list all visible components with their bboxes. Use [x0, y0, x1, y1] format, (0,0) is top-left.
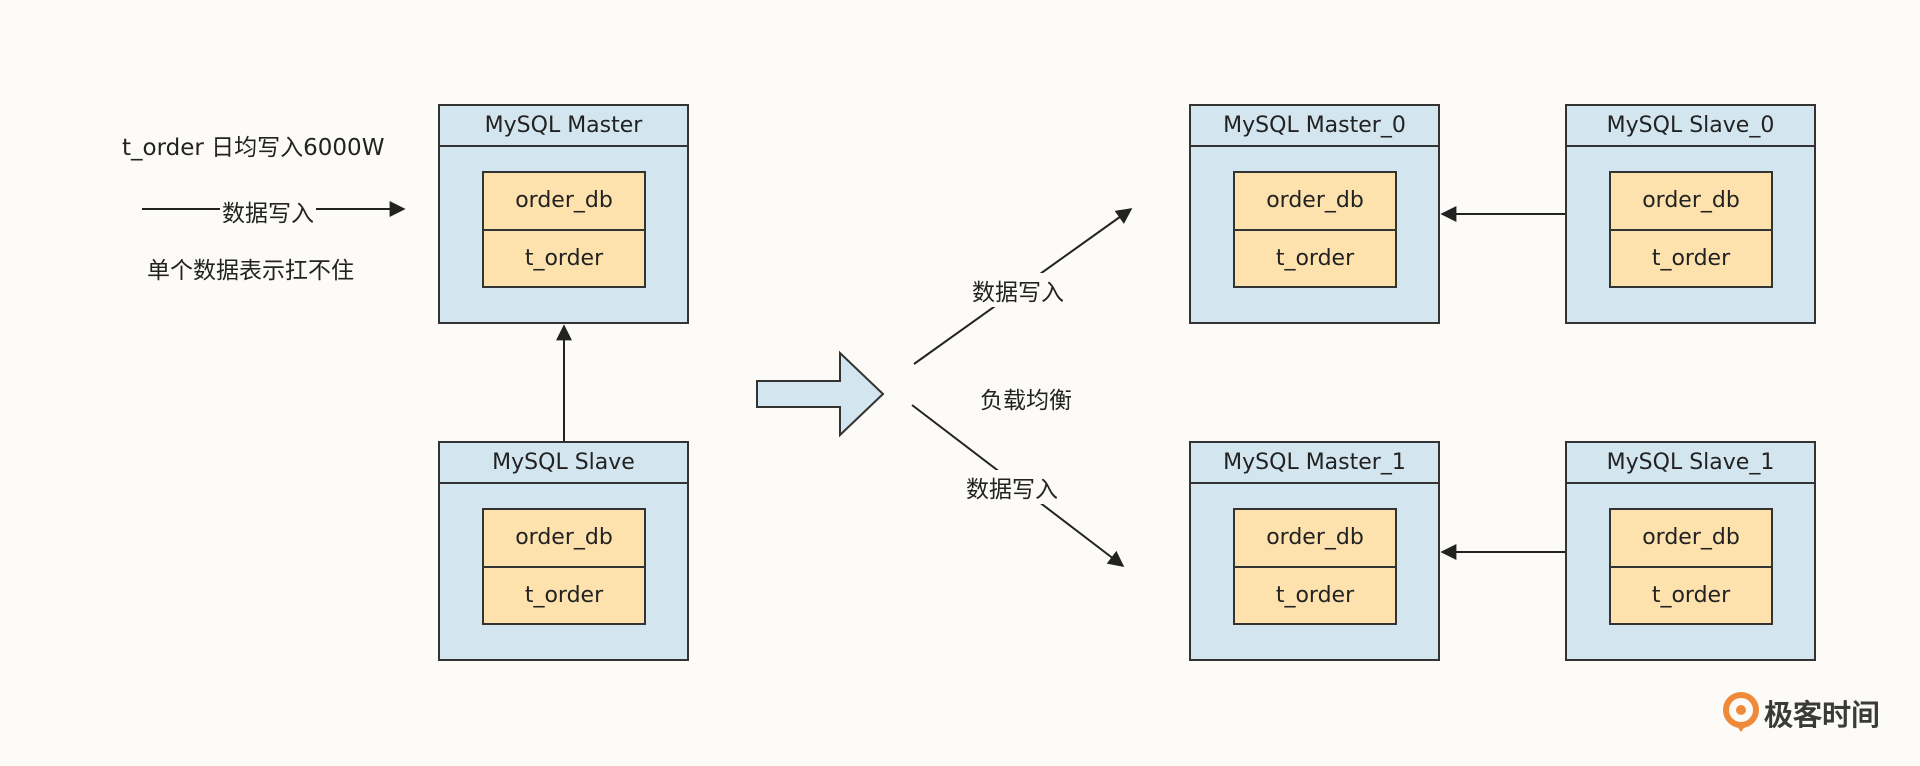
- table-name: t_order: [1275, 246, 1355, 271]
- server-title: MySQL Slave_1: [1567, 443, 1814, 484]
- capacity-annotation: 单个数据表示扛不住: [147, 258, 354, 284]
- database-block: order_db t_order: [482, 508, 646, 625]
- load-balance-label: 负载均衡: [980, 388, 1072, 414]
- database-name: order_db: [1235, 510, 1395, 568]
- table-name: t_order: [1275, 583, 1355, 608]
- brand-watermark: 极客时间: [1722, 692, 1880, 734]
- daily-write-annotation: t_order 日均写入6000W: [122, 135, 385, 161]
- database-name: order_db: [1235, 173, 1395, 231]
- database-block: order_db t_order: [482, 171, 646, 288]
- database-block: order_db t_order: [1609, 508, 1773, 625]
- database-name: order_db: [484, 173, 644, 231]
- server-title: MySQL Master: [440, 106, 687, 147]
- brand-name: 极客时间: [1764, 698, 1881, 732]
- geektime-logo-icon: [1723, 692, 1759, 732]
- database-block: order_db t_order: [1233, 171, 1397, 288]
- write-arrow-label: 数据写入: [220, 194, 316, 228]
- server-mysql-slave-1: MySQL Slave_1 order_db t_order: [1565, 441, 1816, 661]
- database-block: order_db t_order: [1233, 508, 1397, 625]
- server-title: MySQL Master_0: [1191, 106, 1438, 147]
- server-mysql-master-1: MySQL Master_1 order_db t_order: [1189, 441, 1440, 661]
- table-name: t_order: [1651, 246, 1731, 271]
- server-title: MySQL Slave: [440, 443, 687, 484]
- transition-arrow: [756, 350, 885, 438]
- server-mysql-slave-0: MySQL Slave_0 order_db t_order: [1565, 104, 1816, 324]
- server-mysql-master: MySQL Master order_db t_order: [438, 104, 689, 324]
- server-mysql-slave: MySQL Slave order_db t_order: [438, 441, 689, 661]
- database-block: order_db t_order: [1609, 171, 1773, 288]
- server-title: MySQL Master_1: [1191, 443, 1438, 484]
- write-label-upper: 数据写入: [970, 273, 1066, 307]
- database-name: order_db: [484, 510, 644, 568]
- table-name: t_order: [524, 246, 604, 271]
- database-name: order_db: [1611, 173, 1771, 231]
- server-mysql-master-0: MySQL Master_0 order_db t_order: [1189, 104, 1440, 324]
- server-title: MySQL Slave_0: [1567, 106, 1814, 147]
- write-label-lower: 数据写入: [964, 470, 1060, 504]
- table-name: t_order: [524, 583, 604, 608]
- table-name: t_order: [1651, 583, 1731, 608]
- database-name: order_db: [1611, 510, 1771, 568]
